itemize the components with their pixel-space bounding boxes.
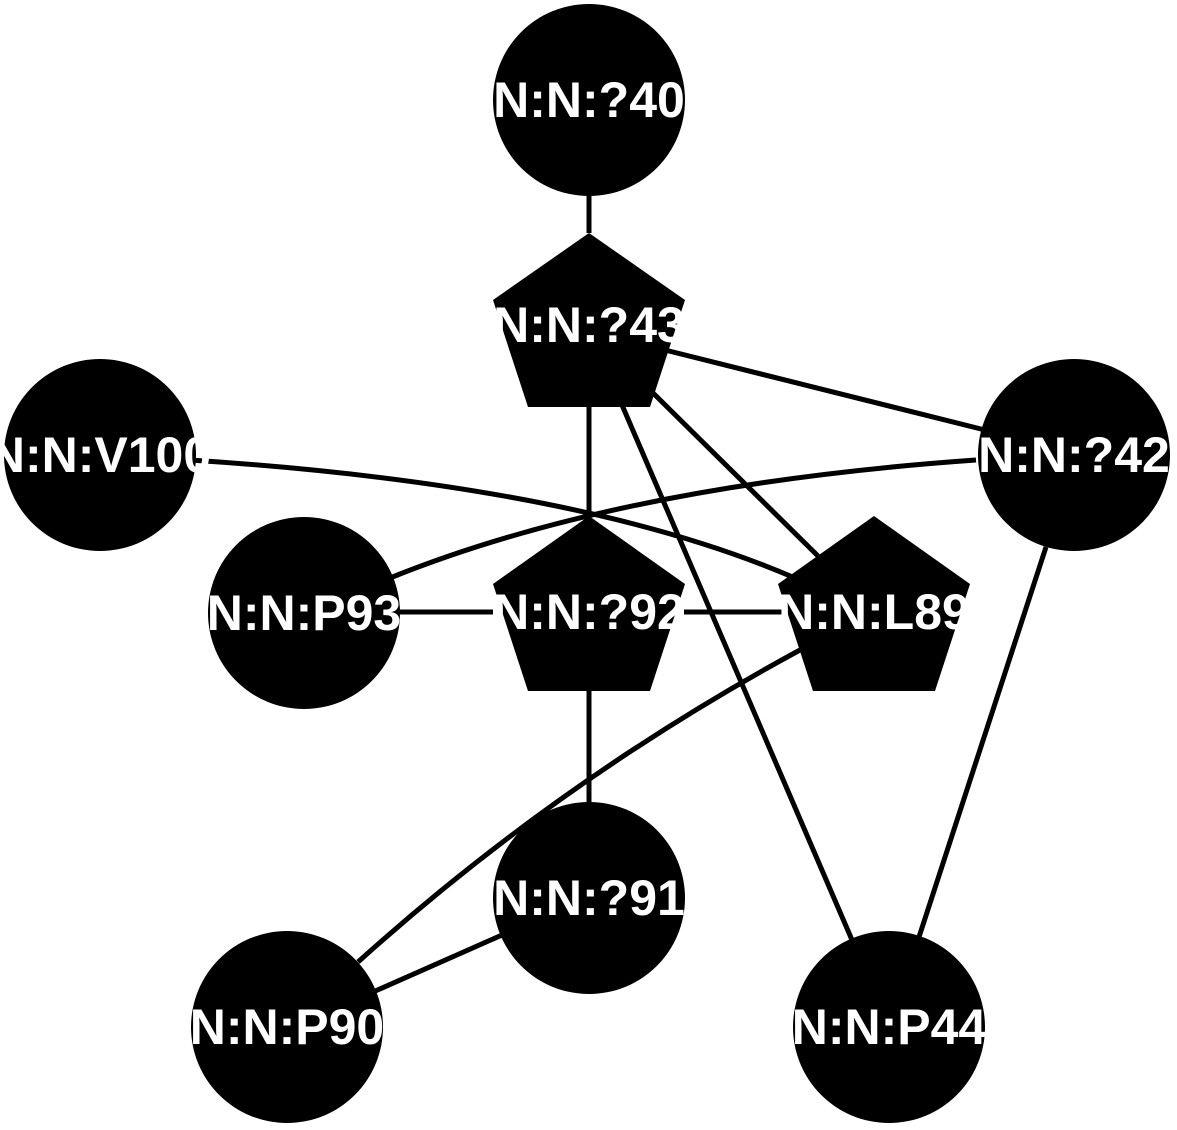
edge-n43-nL89 — [648, 388, 820, 558]
edge-n91-nP90 — [371, 932, 504, 995]
node-label: N:N:P93 — [207, 585, 401, 641]
node-circle — [4, 359, 196, 551]
node-pentagon — [493, 516, 685, 691]
node-pentagon — [493, 233, 685, 407]
node-layer: N:N:?40 N:N:?43 N:N:V100 N:N:?42 N:N:P93… — [0, 4, 1170, 1123]
node-circle — [191, 931, 383, 1123]
node-label: N:N:?40 — [493, 72, 685, 128]
node-nP44[interactable]: N:N:P44 — [792, 931, 987, 1123]
node-circle — [208, 517, 400, 709]
node-n92[interactable]: N:N:?92 — [493, 516, 685, 691]
edge-nV100-nL89 — [189, 457, 796, 581]
edge-n42-nP93 — [389, 457, 977, 581]
node-label: N:N:?42 — [978, 427, 1170, 483]
edge-n43-n42 — [664, 347, 986, 433]
node-nP90[interactable]: N:N:P90 — [190, 931, 384, 1123]
node-nP93[interactable]: N:N:P93 — [207, 517, 401, 709]
node-n42[interactable]: N:N:?42 — [978, 359, 1170, 551]
node-label: N:N:L89 — [778, 584, 970, 640]
node-n91[interactable]: N:N:?91 — [493, 802, 685, 994]
node-circle — [793, 931, 985, 1123]
node-pentagon — [778, 516, 970, 691]
node-circle — [978, 359, 1170, 551]
node-label: N:N:?92 — [493, 584, 685, 640]
edge-layer — [189, 196, 1049, 995]
node-circle — [493, 4, 685, 196]
node-nL89[interactable]: N:N:L89 — [778, 516, 970, 691]
edge-n42-nP44 — [916, 546, 1049, 938]
node-n40[interactable]: N:N:?40 — [493, 4, 685, 196]
node-label: N:N:P44 — [792, 999, 987, 1055]
node-label: N:N:?43 — [493, 297, 685, 353]
node-nV100[interactable]: N:N:V100 — [0, 359, 211, 551]
node-n43[interactable]: N:N:?43 — [493, 233, 685, 407]
node-label: N:N:?91 — [493, 870, 685, 926]
edge-n43-nP44 — [619, 404, 855, 941]
edge-nL89-nP90 — [356, 647, 802, 964]
node-circle — [493, 802, 685, 994]
node-label: N:N:V100 — [0, 427, 211, 483]
node-label: N:N:P90 — [190, 999, 384, 1055]
